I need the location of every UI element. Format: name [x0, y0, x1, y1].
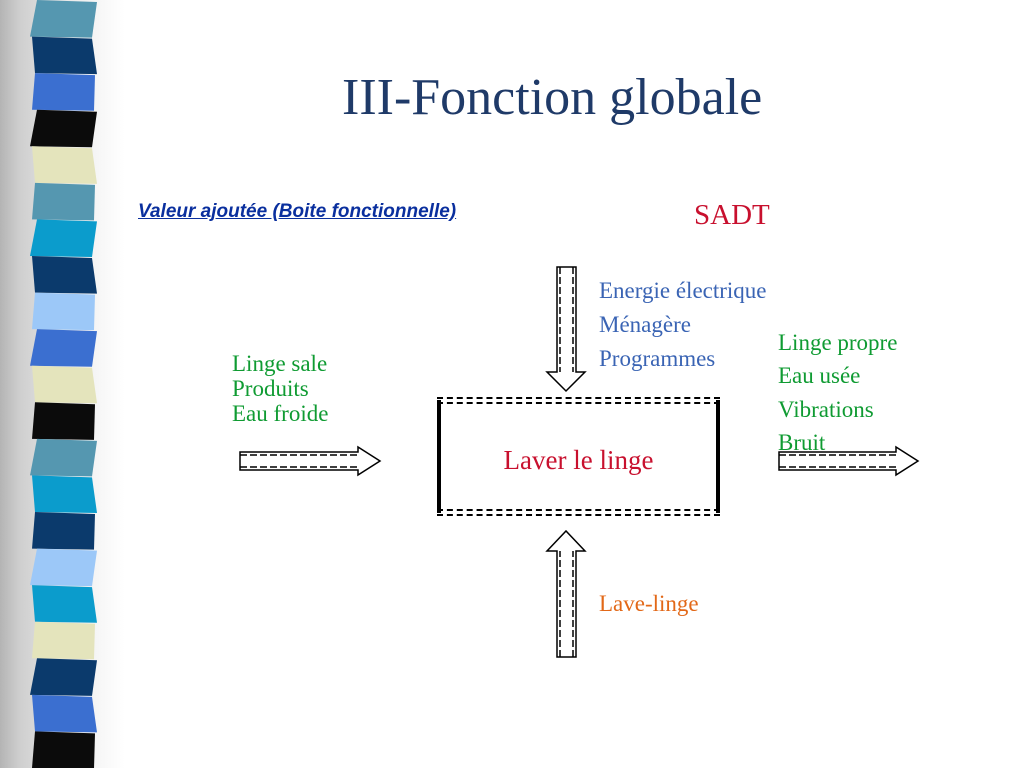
input-label-3: Eau froide: [232, 400, 329, 426]
stripe-segment: [32, 475, 97, 513]
function-label: Laver le linge: [503, 445, 654, 475]
stripe-segment: [32, 512, 95, 550]
decorative-stripe-band: [30, 0, 97, 768]
control-arrow: [545, 266, 587, 393]
input-arrow: [239, 445, 382, 477]
mechanism-arrow: [545, 529, 587, 658]
output-label-1: Linge propre: [778, 330, 898, 355]
input-label-1: Linge sale: [232, 351, 328, 376]
stripe-segment: [32, 36, 97, 75]
function-box: Laver le linge: [437, 397, 720, 516]
input-label-2: Produits: [232, 375, 309, 401]
output-label-3: Vibrations: [778, 396, 874, 422]
stripe-segment: [30, 219, 97, 257]
stripe-segment: [30, 109, 97, 148]
stripe-segment: [32, 585, 97, 623]
input-labels: Linge sale Produits Eau froide: [232, 351, 329, 426]
stripe-segment: [30, 329, 97, 367]
stripe-segment: [30, 658, 97, 696]
stripe-segment: [32, 365, 97, 404]
sadt-label: SADT: [694, 199, 770, 231]
stripe-segment: [30, 548, 97, 587]
mechanism-label: Lave-linge: [599, 591, 699, 616]
value-added-link[interactable]: Valeur ajoutée (Boite fonctionnelle): [138, 201, 457, 222]
output-label-4: Bruit: [778, 430, 826, 456]
output-labels: Linge propre Eau usée Vibrations Bruit: [778, 326, 897, 459]
stripe-segment: [30, 438, 97, 477]
stripe-segment: [32, 292, 95, 331]
stripe-segment: [32, 621, 95, 660]
stripe-segment: [32, 402, 95, 440]
stripe-segment: [32, 694, 97, 733]
control-label-1: Energie électrique: [599, 278, 767, 303]
page-title: III-Fonction globale: [342, 69, 763, 126]
stripe-segment: [32, 182, 95, 221]
control-label-3: Programmes: [599, 345, 716, 371]
control-label-2: Ménagère: [599, 311, 691, 337]
output-arrow: [778, 445, 920, 477]
stripe-segment: [32, 73, 95, 111]
control-labels: Energie électrique Ménagère Programmes: [599, 274, 767, 375]
stripe-segment: [32, 146, 97, 184]
output-label-2: Eau usée: [778, 363, 861, 389]
stripe-segment: [32, 256, 97, 294]
stripe-segment: [30, 0, 97, 38]
stripe-segment: [32, 731, 95, 768]
